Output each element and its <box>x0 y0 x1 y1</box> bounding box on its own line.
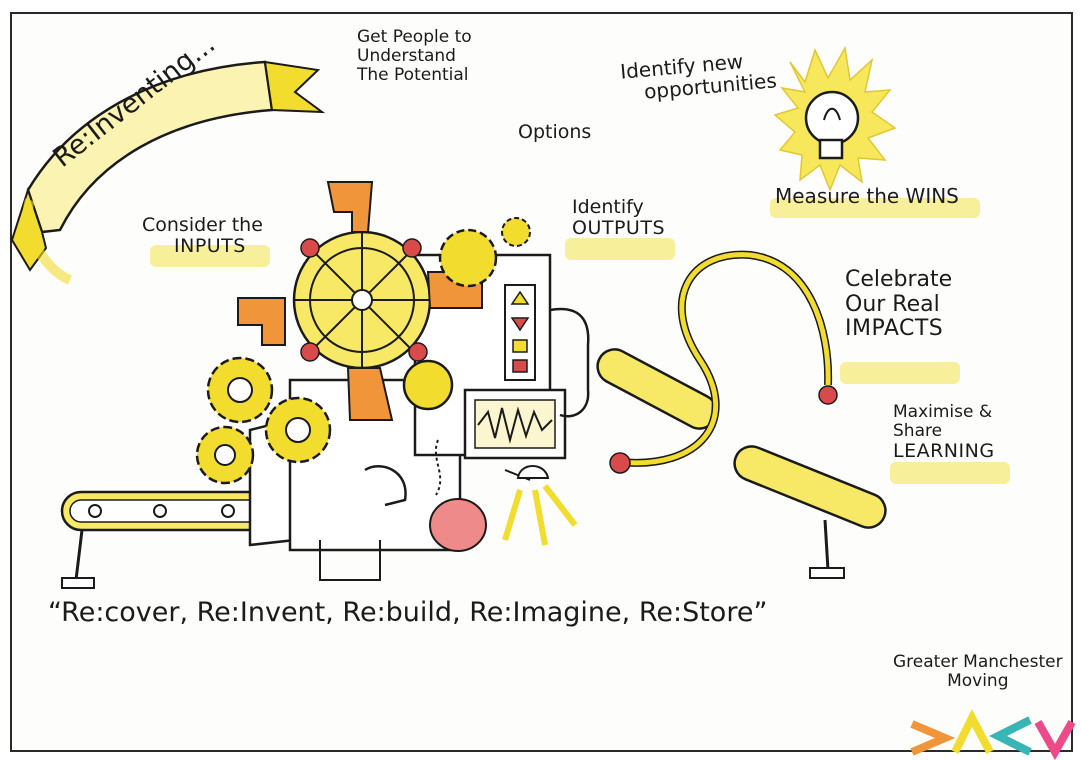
org-name-1: Greater Manchester <box>893 652 1063 672</box>
label-celebrate-2: Our Real <box>845 291 940 317</box>
label-maximise-1: Maximise & <box>893 402 993 422</box>
highlight-outputs <box>565 238 675 260</box>
lightbulb-icon <box>773 45 897 193</box>
label-maximise-2: Share <box>893 421 943 442</box>
highlight-learning <box>890 462 1010 484</box>
label-get-people-3: The Potential <box>357 65 469 86</box>
label-get-people-2: Understand <box>357 46 456 67</box>
label-consider-2: INPUTS <box>174 235 246 258</box>
wheel-icon <box>292 230 432 370</box>
label-celebrate-1: Celebrate <box>845 267 953 292</box>
label-maximise-3: LEARNING <box>893 440 995 463</box>
label-identify-outputs-2: OUTPUTS <box>572 217 665 240</box>
label-consider: Consider the INPUTS <box>142 214 263 258</box>
label-celebrate-3: IMPACTS <box>845 316 944 342</box>
boxing-glove-icon <box>429 439 487 552</box>
label-identify-outputs: Identify OUTPUTS <box>572 196 665 240</box>
lamp-icon <box>502 465 578 546</box>
boot-icon <box>237 181 483 421</box>
label-consider-1: Consider the <box>142 214 263 236</box>
highlight-impacts <box>840 362 960 384</box>
logo-icon <box>910 709 1076 760</box>
label-identify-outputs-1: Identify <box>572 196 644 218</box>
org-name-2: Moving <box>947 671 1009 692</box>
gear-icon <box>195 217 531 485</box>
banner-icon <box>10 60 326 285</box>
label-maximise: Maximise & Share LEARNING <box>893 402 995 463</box>
label-get-people-1: Get People to <box>357 27 472 47</box>
label-options: Options <box>518 121 592 143</box>
label-get-people: Get People to Understand The Potential <box>357 27 472 86</box>
quote: “Re:cover, Re:Invent, Re:build, Re:Imagi… <box>48 597 768 628</box>
label-celebrate: Celebrate Our Real IMPACTS <box>845 267 953 342</box>
org-name: Greater Manchester Moving <box>893 652 1063 692</box>
highlight-inputs <box>150 245 270 267</box>
conveyor-icon <box>60 490 274 589</box>
highlight-wins <box>770 198 980 218</box>
conveyor-icon <box>596 250 887 579</box>
label-measure: Measure the WINS <box>775 184 959 208</box>
